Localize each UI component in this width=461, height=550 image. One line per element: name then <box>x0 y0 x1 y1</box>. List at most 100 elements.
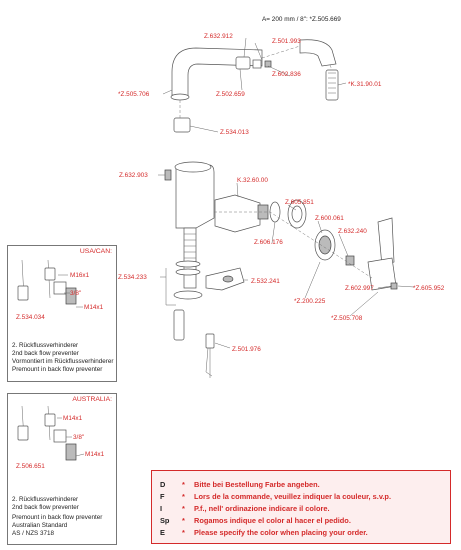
grub-screw <box>164 169 172 181</box>
aerator-cartridge <box>325 69 339 101</box>
usa-hose-drawing: M16x1 3/8" M14x1 Z.534.034 <box>16 259 104 321</box>
aus-label-m14-a: M14x1 <box>63 415 83 422</box>
aus-note-3: Premount in back flow preventer <box>12 514 103 521</box>
aus-hose-fitting-left <box>17 425 29 441</box>
label-z632240: Z.632.240 <box>338 228 367 235</box>
aus-note-5: AS / NZS 3718 <box>12 530 54 537</box>
label-z534233: Z.534.233 <box>118 274 147 281</box>
spout-group: Z.632.912 Z.501.993 Z.502.659 Z.602.836 … <box>118 33 382 136</box>
aus-hose-fitting-mid <box>44 413 56 427</box>
hose-z501976 <box>205 333 215 349</box>
label-z632912: Z.632.912 <box>204 33 233 40</box>
notice-code-i: I <box>160 504 163 513</box>
label-z200225: *Z.200.225 <box>294 298 326 305</box>
mounting-group: Z.534.233 Z.532.241 Z.501.976 <box>118 260 280 378</box>
usa-label-part: Z.534.034 <box>16 314 45 321</box>
notice-code-e: E <box>160 528 165 537</box>
label-z534013: Z.534.013 <box>220 129 249 136</box>
notice-text-e: Please specify the color when placing yo… <box>194 528 368 537</box>
label-k319001: *K.31.90.01 <box>348 81 382 88</box>
notice-text-i: P.f., nell' ordinazione indicare il colo… <box>194 504 330 513</box>
aus-label-part: Z.506.651 <box>16 463 45 470</box>
label-z605851: Z.605.851 <box>285 199 314 206</box>
spout-nut <box>173 117 191 133</box>
asterisk-icon: * <box>182 492 185 501</box>
label-z605952: *Z.605.952 <box>413 285 445 292</box>
faucet-body <box>175 164 215 229</box>
label-z632903: Z.632.903 <box>119 172 148 179</box>
mounting-plate-hole <box>222 275 234 283</box>
aus-note-2: 2nd back flow preventer <box>12 504 79 511</box>
color-order-notice: D * Bitte bei Bestellung Farbe angeben. … <box>151 470 451 544</box>
supply-hose-end <box>173 309 185 341</box>
o-ring-z606176 <box>269 201 281 223</box>
label-z505706: *Z.505.706 <box>118 91 150 98</box>
notice-code-d: D <box>160 480 166 489</box>
label-z602997: Z.602.997 <box>345 285 374 292</box>
notice-text-d: Bitte bei Bestellung Farbe angeben. <box>194 480 320 489</box>
mounting-nut <box>173 290 203 300</box>
body-top-rim <box>174 161 212 173</box>
label-z501976: Z.501.976 <box>232 346 261 353</box>
cartridge-stem <box>257 204 269 220</box>
inset-australia: AUSTRALIA: M14x1 3/8" M14x1 Z.506.651 2.… <box>7 393 117 545</box>
asterisk-icon: * <box>182 516 185 525</box>
aus-note-1: 2. Rückflussverhinderer <box>12 496 79 503</box>
usa-valve <box>65 287 77 305</box>
usa-note-2: 2nd back flow preventer <box>12 350 79 357</box>
label-z600061: Z.600.061 <box>315 215 344 222</box>
notice-text-sp: Rogamos indique el color al hacer el ped… <box>194 516 351 525</box>
spout-body <box>171 47 263 97</box>
inset-usa-title: USA/CAN: <box>79 248 112 255</box>
aerator-seal <box>252 59 262 69</box>
usa-adapter <box>53 281 67 295</box>
usa-note-4: Premount in back flow preventer <box>12 366 103 373</box>
aus-adapter <box>53 429 67 443</box>
usa-hose-fitting-mid <box>44 267 56 281</box>
notice-row-d: D * Bitte bei Bestellung Farbe angeben. <box>160 479 320 490</box>
usa-label-m14: M14x1 <box>84 304 104 311</box>
asterisk-icon: * <box>182 480 185 489</box>
inset-aus-title: AUSTRALIA: <box>72 396 112 403</box>
notice-row-sp: Sp * Rogamos indique el color al hacer e… <box>160 515 351 526</box>
aus-hose-drawing: M14x1 3/8" M14x1 Z.506.651 <box>16 405 105 470</box>
notice-row-f: F * Lors de la commande, veuillez indiqu… <box>160 491 391 502</box>
aerator-housing <box>235 56 251 70</box>
dimension-note: A= 200 mm / 8": *Z.505.669 <box>262 16 341 23</box>
lever-handle <box>377 217 395 267</box>
usa-note-3: Vormontiert im Rückflussverhinderer <box>12 358 114 365</box>
label-z505708: *Z.505.708 <box>331 315 363 322</box>
notice-code-f: F <box>160 492 165 501</box>
washer-upper <box>175 260 201 268</box>
aerator-insert <box>264 60 272 68</box>
notice-row-i: I * P.f., nell' ordinazione indicare il … <box>160 503 330 514</box>
notice-code-sp: Sp <box>160 516 170 525</box>
aus-note-4: Australian Standard <box>12 522 68 529</box>
label-z602836: Z.602.836 <box>272 71 301 78</box>
inset-usa-can: USA/CAN: M16x1 3/8" M14x1 Z.534.034 2. R… <box>7 245 117 382</box>
notice-text-f: Lors de la commande, veuillez indiquer l… <box>194 492 392 501</box>
asterisk-icon: * <box>182 528 185 537</box>
notice-row-e: E * Please specify the color when placin… <box>160 527 368 538</box>
aus-valve <box>65 443 77 461</box>
cartridge-k326000 <box>214 194 261 233</box>
cap-z605851-inner <box>291 205 303 223</box>
usa-hose-fitting-left <box>17 285 29 301</box>
label-z502659: Z.502.659 <box>216 91 245 98</box>
label-z501993: Z.501.993 <box>272 38 301 45</box>
usa-label-38: 3/8" <box>70 290 81 297</box>
aus-label-m14-b: M14x1 <box>85 451 105 458</box>
label-z606176: Z.606.176 <box>254 239 283 246</box>
aus-label-38: 3/8" <box>73 434 84 441</box>
screw-z632240 <box>345 255 355 266</box>
label-z532241: Z.532.241 <box>251 278 280 285</box>
usa-note-1: 2. Rückflussverhinderer <box>12 342 79 349</box>
washer-lower <box>175 268 201 276</box>
body-group: Z.632.903 K.3 <box>119 161 445 322</box>
asterisk-icon: * <box>182 504 185 513</box>
spout-extension <box>299 39 337 67</box>
label-k326000: K.32.60.00 <box>237 177 268 184</box>
usa-label-m16: M16x1 <box>70 272 90 279</box>
